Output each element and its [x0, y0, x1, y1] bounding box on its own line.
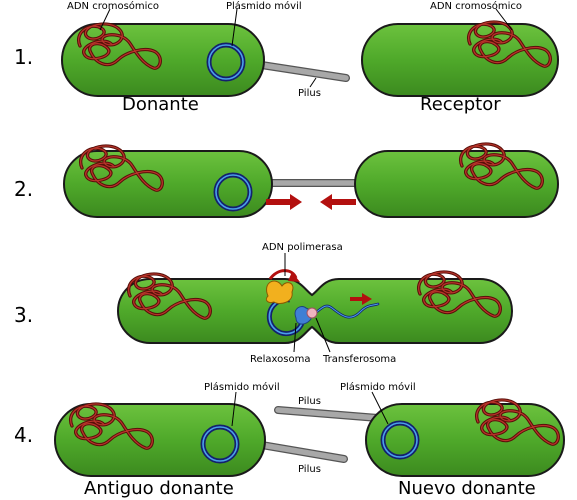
- label-transferosoma: Transferosoma: [322, 354, 396, 365]
- label-nuevo-donante: Nuevo donante: [398, 478, 536, 499]
- label-pilus-4-bottom: Pilus: [298, 464, 321, 475]
- label-adn-cromosomico-1: ADN cromosómico: [67, 0, 159, 12]
- label-plasmido-movil-1: Plásmido móvil: [226, 0, 302, 12]
- label-antiguo-donante: Antiguo donante: [84, 478, 234, 499]
- recipient-cell-step2: [354, 150, 559, 218]
- label-receptor: Receptor: [420, 94, 501, 115]
- step-4-pilus-right: [274, 406, 382, 422]
- step-4-number: 4.: [14, 423, 33, 447]
- label-plasmido-movil-4a: Plásmido móvil: [204, 381, 280, 393]
- step-2-number: 2.: [14, 177, 33, 201]
- step-1-pilus: [251, 60, 350, 82]
- transferosome-icon: [306, 307, 318, 319]
- label-plasmido-movil-4b: Plásmido móvil: [340, 381, 416, 393]
- label-adn-cromosomico-2: ADN cromosómico: [430, 0, 522, 12]
- dna-polymerase-icon: [265, 280, 294, 305]
- step-1-number: 1.: [14, 45, 33, 69]
- label-relaxosoma: Relaxosoma: [250, 354, 310, 365]
- label-pilus-1: Pilus: [298, 88, 321, 99]
- step-3-number: 3.: [14, 303, 33, 327]
- label-adn-polimerasa: ADN polimerasa: [262, 242, 343, 253]
- recipient-cell: [361, 23, 559, 97]
- label-donante: Donante: [122, 94, 199, 115]
- arrow-left-icon: [320, 194, 356, 210]
- donor-cell: [61, 23, 265, 97]
- label-pilus-4-top: Pilus: [298, 396, 321, 407]
- new-donor-cell: [365, 403, 565, 477]
- step-4-pilus-left: [246, 439, 348, 463]
- transfer-direction-arrow-icon: [350, 293, 372, 305]
- arrow-right-icon: [266, 194, 302, 210]
